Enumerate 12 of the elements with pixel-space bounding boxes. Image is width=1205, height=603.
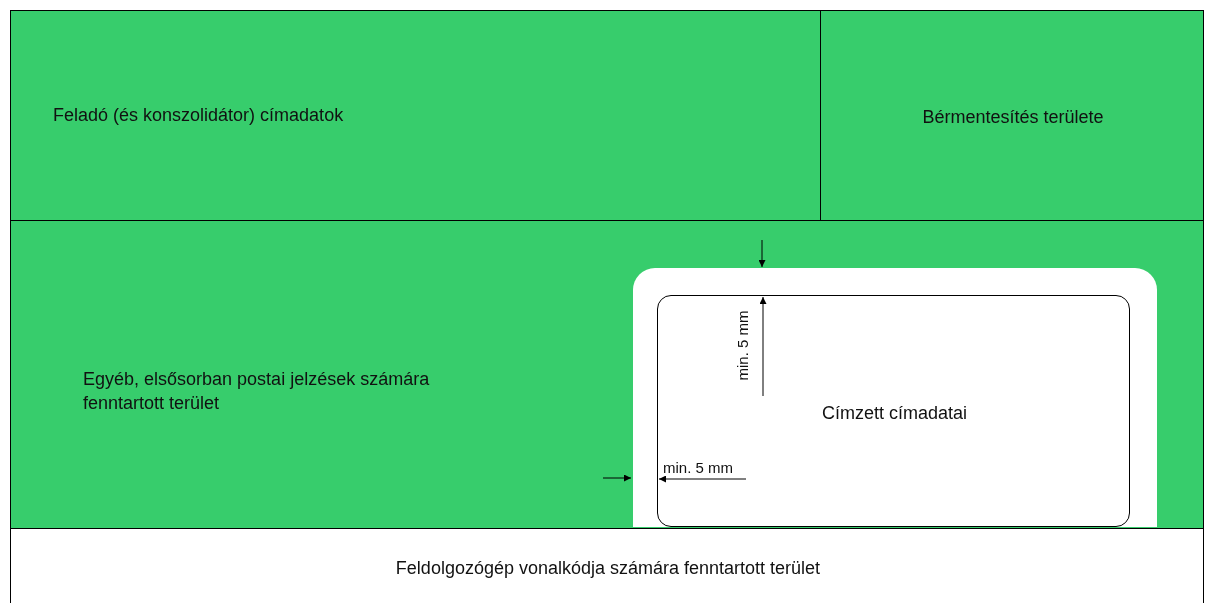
- area-label: Feldolgozógép vonalkódja számára fenntartott terület: [394, 557, 822, 580]
- area-label: Feladó (és konszolidátor) címadatok: [53, 104, 345, 127]
- postal-marks-area: [10, 220, 1204, 529]
- postage-area: [820, 10, 1204, 221]
- dimension-label: min. 5 mm: [663, 459, 733, 476]
- area-label: Egyéb, elsősorban postai jelzések számára fenntartott terület: [83, 368, 431, 415]
- address-margin-area: [633, 268, 1157, 527]
- recipient-address-field: [657, 295, 1130, 527]
- area-label: Címzett címadatai: [820, 402, 968, 425]
- area-label: Bérmentesítés területe: [921, 106, 1105, 129]
- dimension-label: min. 5 mm: [733, 310, 751, 381]
- sender-address-area: [10, 10, 821, 221]
